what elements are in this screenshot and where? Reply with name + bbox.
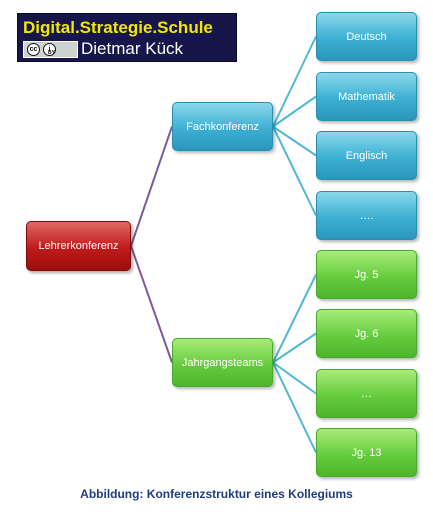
creative-commons-icon: cc [27,43,40,56]
link-fachkonferenz-child [272,95,317,128]
node-label: Jg. 6 [354,327,379,340]
node-label: Englisch [345,149,388,162]
link-jahrgangsteams-child [272,361,317,395]
node-label: Deutsch [346,30,387,43]
link-jahrgangsteams-child [272,362,317,453]
node-label: …. [359,209,374,222]
node-lehrerkonferenz: Lehrerkonferenz [26,221,131,271]
node-jg-more: … [316,369,417,418]
node-jg-6: Jg. 6 [316,309,417,358]
link-root-fachkonferenz [130,126,173,247]
node-label: Fachkonferenz [186,120,259,133]
node-deutsch: Deutsch [316,12,417,61]
cc-license-badge: cc i BY [23,41,78,58]
node-englisch: Englisch [316,131,417,180]
node-jg-5: Jg. 5 [316,250,417,299]
node-label: Lehrerkonferenz [38,240,119,252]
attribution-icon: i [43,43,56,56]
node-label: Jg. 13 [351,446,382,459]
link-root-jahrgangsteams [130,245,173,363]
link-fachkonferenz-child [272,125,317,157]
link-jahrgangsteams-child [272,332,317,364]
link-jahrgangsteams-child [272,274,317,363]
figure-caption: Abbildung: Konferenzstruktur eines Kolle… [80,487,353,501]
node-label: Mathematik [338,90,395,103]
node-fachkonferenz: Fachkonferenz [172,102,273,151]
node-mathematik: Mathematik [316,72,417,121]
link-fachkonferenz-child [272,126,317,216]
node-jg-13: Jg. 13 [316,428,417,477]
license-by-label: BY [48,50,55,56]
node-label: … [361,387,372,400]
link-fachkonferenz-child [272,36,317,127]
banner-title: Digital.Strategie.Schule [23,18,213,37]
header-banner: Digital.Strategie.Schule cc i BY Dietmar… [17,13,237,62]
node-jahrgangsteams: Jahrgangsteams [172,338,273,387]
node-label: Jg. 5 [354,268,379,281]
banner-author: Dietmar Kück [81,39,184,58]
node-fach-more: …. [316,191,417,240]
node-label: Jahrgangsteams [181,356,264,369]
